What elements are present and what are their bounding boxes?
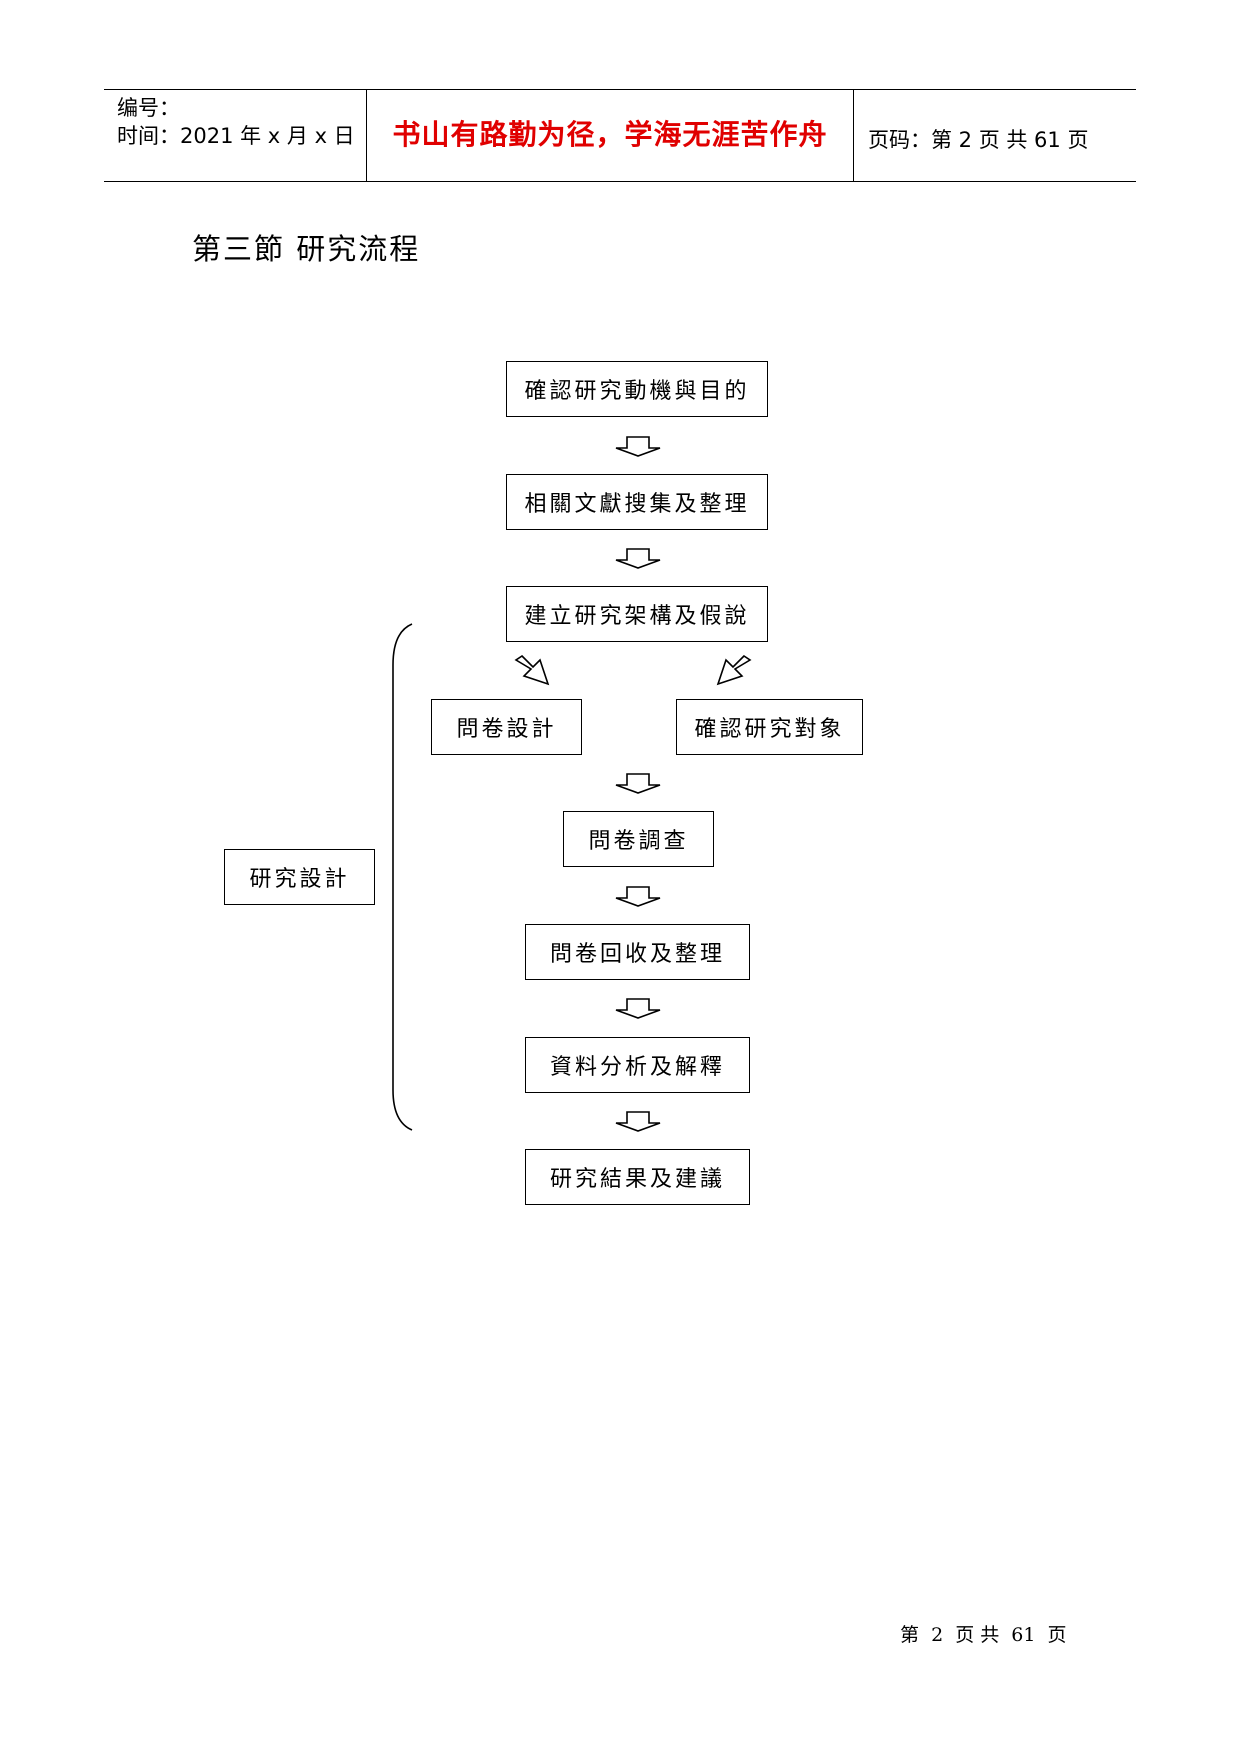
header-number: 编号： [117,96,180,120]
step-literature: 相關文獻搜集及整理 [506,474,768,530]
step-subjects: 確認研究對象 [676,699,863,755]
footer-current-page: 2 [931,1624,944,1646]
footer-mid: 页 共 [955,1624,1000,1646]
down-arrow-icon [615,773,661,794]
step-results: 研究結果及建議 [525,1149,750,1205]
step-motive: 確認研究動機與目的 [506,361,768,417]
header-motto: 书山有路勤为径，学海无涯苦作舟 [392,118,828,151]
header-bottom-rule [104,181,1136,182]
header-top-rule [104,89,1136,90]
down-arrow-icon [615,548,661,569]
header-divider-right [853,89,854,182]
step-analysis: 資料分析及解釋 [525,1037,750,1093]
footer-page-number: 第 2 页 共 61 页 [900,1620,1073,1647]
down-arrow-icon [615,1111,661,1132]
research-design-bracket [392,623,413,1131]
diagonal-arrow-right-icon [716,654,752,686]
footer-suffix: 页 [1047,1624,1067,1646]
down-arrow-icon [615,998,661,1019]
step-collection: 問卷回收及整理 [525,924,750,980]
step-framework: 建立研究架構及假說 [506,586,768,642]
footer-total-pages: 61 [1011,1624,1036,1646]
bracket-label-research-design: 研究設計 [224,849,375,905]
header-time: 时间：2021 年 x 月 x 日 [117,124,355,148]
section-title: 第三節 研究流程 [192,232,421,266]
footer-prefix: 第 [900,1624,920,1646]
step-survey: 問卷調查 [563,811,714,867]
header-page: 页码：第 2 页 共 61 页 [868,128,1089,152]
down-arrow-icon [615,436,661,457]
down-arrow-icon [615,886,661,907]
diagonal-arrow-left-icon [514,654,550,686]
header-divider-left [366,89,367,182]
step-questionnaire-design: 問卷設計 [431,699,582,755]
